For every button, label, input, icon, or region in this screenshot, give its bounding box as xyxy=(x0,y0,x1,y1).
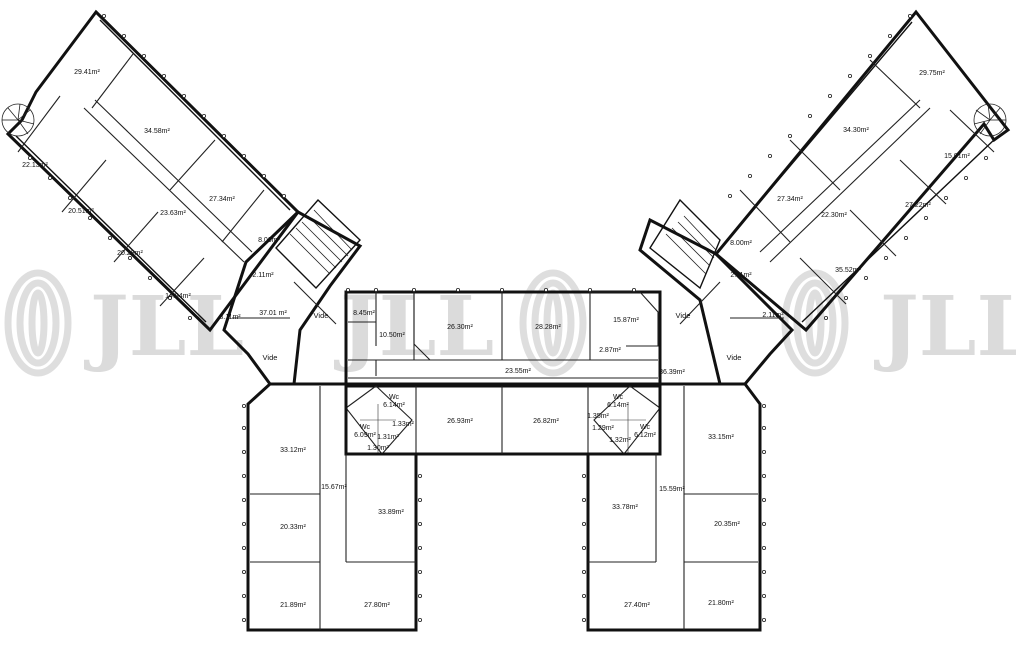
room-area-label: 22.13m² xyxy=(22,162,48,169)
room-area-label: 23.63m² xyxy=(160,210,186,217)
vide-label: Vide xyxy=(727,353,742,362)
center-bar xyxy=(344,287,662,388)
room-area-label: 29.75m² xyxy=(919,70,945,77)
nw-columns xyxy=(27,13,286,320)
vide-label: Vide xyxy=(263,353,278,362)
room-area-label: 6.14m² xyxy=(607,402,629,409)
wc-label: Wc xyxy=(640,424,651,431)
room-area-label: 20.35m² xyxy=(714,521,740,528)
room-area-label: 2.87m² xyxy=(599,347,621,354)
room-area-label: 1.31m² xyxy=(377,434,399,441)
room-area-label: 34.58m² xyxy=(144,128,170,135)
room-area-label: 2.11m² xyxy=(730,272,752,279)
room-area-label: 1.29m² xyxy=(592,425,614,432)
room-area-label: 8.00m² xyxy=(730,240,752,247)
room-area-label: 26.93m² xyxy=(447,418,473,425)
nw-spiral-stair-icon xyxy=(1,103,35,137)
room-area-label: 33.15m² xyxy=(708,434,734,441)
room-area-label: 6.14m² xyxy=(383,402,405,409)
northwest-wing xyxy=(1,9,363,386)
room-area-label: 15.87m² xyxy=(613,317,639,324)
room-area-label: 1.35m² xyxy=(587,413,609,420)
watermark-logo-center xyxy=(519,269,587,377)
room-area-label: 27.40m² xyxy=(624,602,650,609)
ne-staircase-icon xyxy=(649,198,721,290)
wc-label: Wc xyxy=(613,394,624,401)
room-area-label: 10.50m² xyxy=(379,332,405,339)
room-area-label: 27.22m² xyxy=(905,202,931,209)
room-area-label: 1.30m² xyxy=(367,445,389,452)
watermark-text-right: JLL xyxy=(874,279,1016,375)
room-area-label: 27.34m² xyxy=(209,196,235,203)
room-area-label: 22.30m² xyxy=(821,212,847,219)
room-area-label: 27.34m² xyxy=(777,196,803,203)
room-area-label: 23.55m² xyxy=(505,368,531,375)
vide-label: Vide xyxy=(314,311,329,320)
ne-columns xyxy=(728,13,989,320)
room-area-label: 6.12m² xyxy=(634,432,656,439)
room-area-label: 15.67m² xyxy=(321,484,347,491)
wc-label: Wc xyxy=(360,424,371,431)
wc-label: Wc xyxy=(389,394,400,401)
room-area-label: 26.30m² xyxy=(447,324,473,331)
room-area-label: 29.41m² xyxy=(74,69,100,76)
room-area-label: 8.45m² xyxy=(353,310,375,317)
ne-spiral-stair-icon xyxy=(973,103,1007,137)
room-area-label: 3.11m² xyxy=(219,314,241,321)
wc-east-block xyxy=(593,385,661,455)
room-area-label: 34.30m² xyxy=(843,127,869,134)
room-area-label: 6.09m² xyxy=(354,432,376,439)
room-area-label: 1.32m² xyxy=(609,437,631,444)
northeast-wing xyxy=(638,9,1011,386)
watermark-text-left: JLL xyxy=(84,279,244,375)
room-area-label: 36.39m² xyxy=(659,369,685,376)
room-area-label: 8.00m² xyxy=(258,237,280,244)
room-area-label: 33.12m² xyxy=(280,447,306,454)
room-area-label: 21.89m² xyxy=(280,602,306,609)
room-area-label: 26.82m² xyxy=(533,418,559,425)
room-area-label: 2.11m² xyxy=(252,272,274,279)
room-area-label: 20.33m² xyxy=(280,524,306,531)
room-area-label: 15.01m² xyxy=(944,153,970,160)
room-area-label: 1.33m² xyxy=(392,421,414,428)
room-area-label: 27.80m² xyxy=(364,602,390,609)
room-area-label: 33.78m² xyxy=(612,504,638,511)
watermark-logo-left xyxy=(4,269,72,377)
room-area-label: 14.94m² xyxy=(165,293,191,300)
room-labels: 29.41m² 34.58m² 22.13m² 27.34m² 23.63m² … xyxy=(22,69,970,609)
room-area-label: 28.28m² xyxy=(535,324,561,331)
room-area-label: 20.28m² xyxy=(117,250,143,257)
west-south-wing xyxy=(241,382,422,632)
room-area-label: 35.52m² xyxy=(835,267,861,274)
wc-west-block xyxy=(345,385,413,455)
nw-staircase-icon xyxy=(275,198,361,290)
room-area-label: 33.89m² xyxy=(378,509,404,516)
east-south-wing xyxy=(582,382,767,632)
room-area-label: 2.11m² xyxy=(762,312,784,319)
room-area-label: 20.51m² xyxy=(68,208,94,215)
room-area-label: 15.59m² xyxy=(659,486,685,493)
room-area-label: 21.80m² xyxy=(708,600,734,607)
watermark-logo-right xyxy=(781,269,849,377)
vide-label: Vide xyxy=(676,311,691,320)
room-area-label: 37.01 m² xyxy=(259,310,287,317)
